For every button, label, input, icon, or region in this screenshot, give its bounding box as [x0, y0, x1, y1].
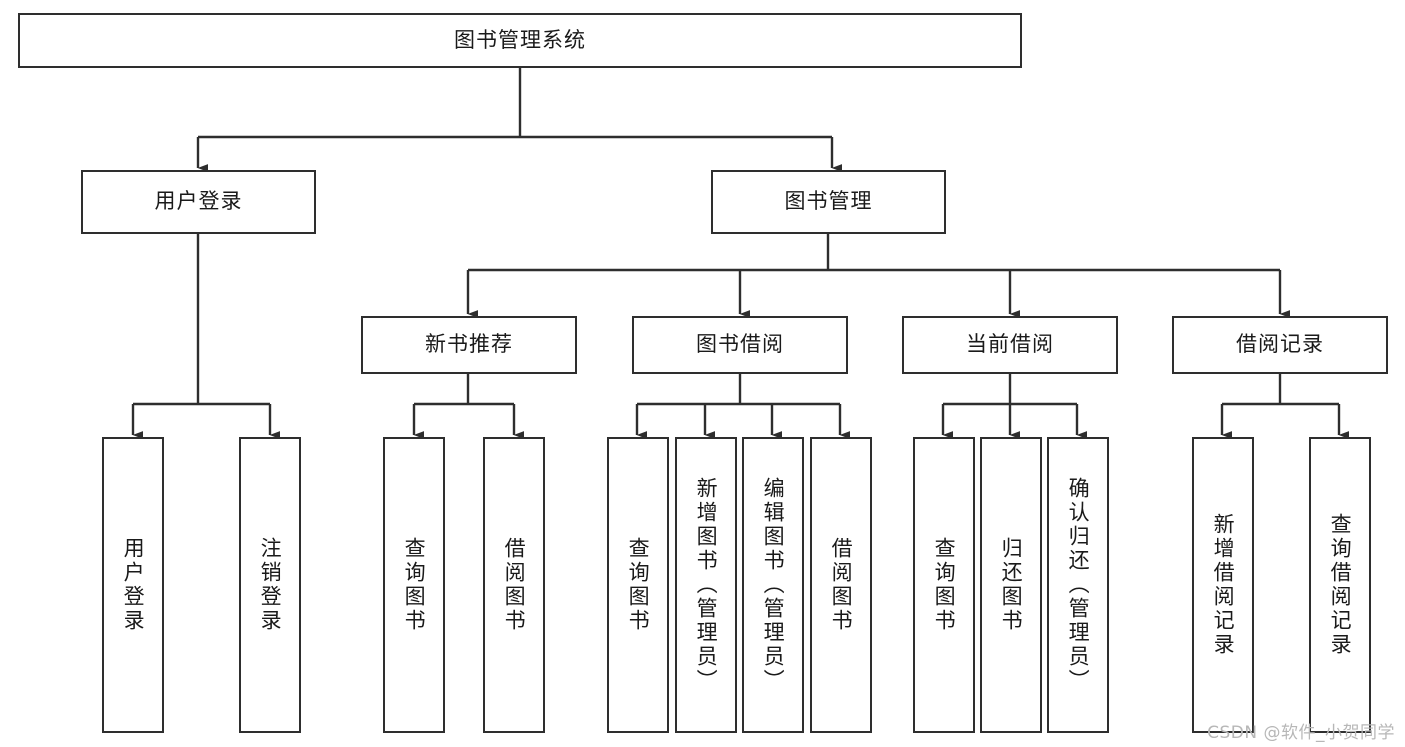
leaf-borrow-add-book-admin-label: 新增图书（管理员）: [694, 477, 719, 693]
node-book-borrow[interactable]: 图书借阅: [632, 316, 848, 374]
leaf-borrow-borrow-book-label: 借阅图书: [829, 537, 854, 633]
leaf-recommend-borrow-book-label: 借阅图书: [502, 537, 527, 633]
leaf-user-logout-label: 注销登录: [258, 537, 283, 633]
leaf-record-add-record-label: 新增借阅记录: [1211, 513, 1236, 657]
leaf-current-confirm-return-admin[interactable]: 确认归还（管理员）: [1047, 437, 1109, 733]
leaf-current-query-book[interactable]: 查询图书: [913, 437, 975, 733]
leaf-recommend-query-book-label: 查询图书: [402, 537, 427, 633]
node-current-borrow[interactable]: 当前借阅: [902, 316, 1118, 374]
node-new-book-recommend-label: 新书推荐: [425, 332, 513, 357]
watermark: CSDN @软件_小贺同学: [1207, 723, 1395, 743]
node-user-login-label: 用户登录: [154, 189, 243, 214]
leaf-current-return-book-label: 归还图书: [999, 537, 1024, 633]
leaf-recommend-borrow-book[interactable]: 借阅图书: [483, 437, 545, 733]
leaf-borrow-query-book[interactable]: 查询图书: [607, 437, 669, 733]
leaf-recommend-query-book[interactable]: 查询图书: [383, 437, 445, 733]
node-book-borrow-label: 图书借阅: [696, 332, 784, 357]
leaf-borrow-query-book-label: 查询图书: [626, 537, 651, 633]
leaf-record-query-record-label: 查询借阅记录: [1328, 513, 1353, 657]
node-borrow-record-label: 借阅记录: [1236, 332, 1324, 357]
leaf-user-login-label: 用户登录: [121, 537, 146, 633]
leaf-current-confirm-return-admin-label: 确认归还（管理员）: [1066, 477, 1091, 693]
leaf-current-query-book-label: 查询图书: [932, 537, 957, 633]
node-book-management[interactable]: 图书管理: [711, 170, 946, 234]
node-root-system[interactable]: 图书管理系统: [18, 13, 1022, 68]
leaf-borrow-edit-book-admin[interactable]: 编辑图书（管理员）: [742, 437, 804, 733]
leaf-record-query-record[interactable]: 查询借阅记录: [1309, 437, 1371, 733]
node-book-management-label: 图书管理: [784, 189, 873, 214]
leaf-borrow-add-book-admin[interactable]: 新增图书（管理员）: [675, 437, 737, 733]
leaf-user-logout[interactable]: 注销登录: [239, 437, 301, 733]
leaf-borrow-edit-book-admin-label: 编辑图书（管理员）: [761, 477, 786, 693]
node-user-login[interactable]: 用户登录: [81, 170, 316, 234]
leaf-record-add-record[interactable]: 新增借阅记录: [1192, 437, 1254, 733]
leaf-current-return-book[interactable]: 归还图书: [980, 437, 1042, 733]
leaf-borrow-borrow-book[interactable]: 借阅图书: [810, 437, 872, 733]
node-new-book-recommend[interactable]: 新书推荐: [361, 316, 577, 374]
node-root-system-label: 图书管理系统: [454, 27, 586, 52]
node-current-borrow-label: 当前借阅: [966, 332, 1054, 357]
node-borrow-record[interactable]: 借阅记录: [1172, 316, 1388, 374]
leaf-user-login[interactable]: 用户登录: [102, 437, 164, 733]
